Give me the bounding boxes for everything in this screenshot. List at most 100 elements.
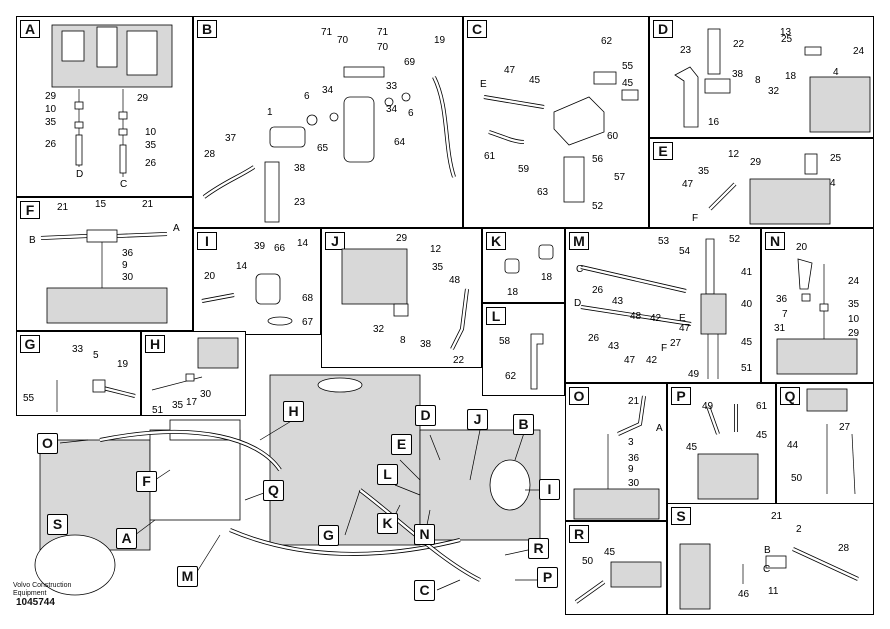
panel-l-drawing: 58 62	[499, 333, 544, 390]
label-23: 23	[680, 45, 692, 56]
label-10: 10	[848, 314, 860, 325]
panel-i: I 39 66 14 20 14 68 67	[193, 228, 321, 335]
panel-k: K 18 18	[482, 228, 565, 303]
label-20: 20	[204, 271, 216, 282]
label-a: A	[173, 223, 180, 234]
label-35b: 35	[145, 140, 157, 151]
label-35: 35	[432, 262, 444, 273]
label-46: 46	[738, 589, 750, 600]
label-30: 30	[628, 478, 640, 489]
label-24: 24	[853, 46, 865, 57]
callout-f: F	[136, 471, 157, 492]
label-42b: 42	[646, 355, 658, 366]
label-4: 4	[833, 67, 839, 78]
panel-tag: L	[486, 307, 506, 325]
label-d: D	[76, 169, 83, 180]
label-51: 51	[152, 405, 164, 416]
panel-d-drawing: 13 25 22 24 23 4 38 8 18 32 16	[674, 27, 871, 133]
label-58: 58	[499, 336, 511, 347]
label-70b: 70	[377, 42, 389, 53]
label-1: 1	[267, 107, 273, 118]
label-24: 24	[848, 276, 860, 287]
label-47: 47	[504, 65, 516, 76]
panel-h: H 51 35 17 30	[141, 331, 246, 416]
callout-j: J	[467, 409, 488, 430]
callout-m: M	[177, 566, 198, 587]
label-32: 32	[373, 324, 385, 335]
label-8: 8	[755, 75, 761, 86]
panel-o: O 21 A 3 36 9 30	[565, 383, 667, 521]
label-52: 52	[729, 234, 741, 245]
label-40: 40	[741, 299, 753, 310]
label-36: 36	[122, 248, 134, 259]
label-49: 49	[702, 401, 714, 412]
label-10b: 10	[145, 127, 157, 138]
label-70: 70	[337, 35, 349, 46]
label-32: 32	[768, 86, 780, 97]
label-10: 10	[45, 104, 57, 115]
panel-tag: D	[653, 20, 673, 38]
label-26: 26	[592, 285, 604, 296]
panel-i-drawing: 39 66 14 20 14 68 67	[201, 238, 314, 328]
panel-g: G 33 5 19 55	[16, 331, 141, 416]
panel-tag: O	[569, 387, 589, 405]
label-38: 38	[732, 69, 744, 80]
callout-n: N	[414, 524, 435, 545]
label-29: 29	[848, 328, 860, 339]
label-38: 38	[294, 163, 306, 174]
panel-tag: H	[145, 335, 165, 353]
label-55: 55	[23, 393, 35, 404]
panel-tag: N	[765, 232, 785, 250]
label-b: B	[764, 545, 771, 556]
callout-a: A	[116, 528, 137, 549]
panel-tag: R	[569, 525, 589, 543]
label-47: 47	[682, 179, 694, 190]
label-37: 37	[225, 133, 237, 144]
label-48: 48	[449, 275, 461, 286]
label-b: B	[29, 235, 36, 246]
label-54: 54	[679, 246, 691, 257]
panel-r: R 50 45	[565, 521, 667, 615]
label-27: 27	[839, 422, 851, 433]
callout-g: G	[318, 525, 339, 546]
panel-n-drawing: 20 24 36 35 7 10 31 29	[774, 242, 860, 375]
label-21: 21	[628, 396, 640, 407]
label-e: E	[679, 313, 686, 324]
panel-a-drawing: 29 10 35 26 29 10 35 26 D C	[45, 24, 173, 190]
label-14b: 14	[236, 261, 248, 272]
label-39: 39	[254, 241, 266, 252]
panel-tag: F	[20, 201, 40, 219]
label-3: 3	[628, 437, 634, 448]
label-34b: 34	[386, 104, 398, 115]
label-f: F	[661, 343, 667, 354]
label-47: 47	[624, 355, 636, 366]
panel-c: C 62 47 45 55 E 45 60 61 56 59 57 63 52	[463, 16, 649, 228]
panel-a: A 29 10 35 26 29 10 35 26 D C	[16, 16, 193, 197]
panel-p-drawing: 49 61 45 45	[686, 401, 768, 500]
label-64: 64	[394, 137, 406, 148]
callout-c: C	[414, 580, 435, 601]
panel-l: L 58 62	[482, 303, 565, 396]
label-c: C	[763, 564, 770, 575]
label-31: 31	[774, 323, 786, 334]
label-20: 20	[796, 242, 808, 253]
label-62: 62	[601, 36, 613, 47]
label-11: 11	[768, 586, 779, 597]
panel-tag: Q	[780, 387, 800, 405]
label-28: 28	[838, 543, 850, 554]
label-7: 7	[782, 309, 788, 320]
callout-k: K	[377, 513, 398, 534]
callout-b: B	[513, 414, 534, 435]
label-14: 14	[297, 238, 309, 249]
panel-n: N 20 24 36 35 7 10 31 29	[761, 228, 874, 383]
panel-tag: G	[20, 335, 40, 353]
label-26: 26	[45, 139, 57, 150]
label-18b: 18	[541, 272, 553, 283]
label-48: 48	[630, 311, 642, 322]
panel-c-drawing: 62 47 45 55 E 45 60 61 56 59 57 63 52	[480, 36, 639, 212]
manufacturer-footer: Volvo Construction Equipment	[13, 582, 71, 598]
label-33: 33	[72, 344, 84, 355]
label-c: C	[120, 179, 127, 190]
label-15: 15	[95, 199, 107, 210]
